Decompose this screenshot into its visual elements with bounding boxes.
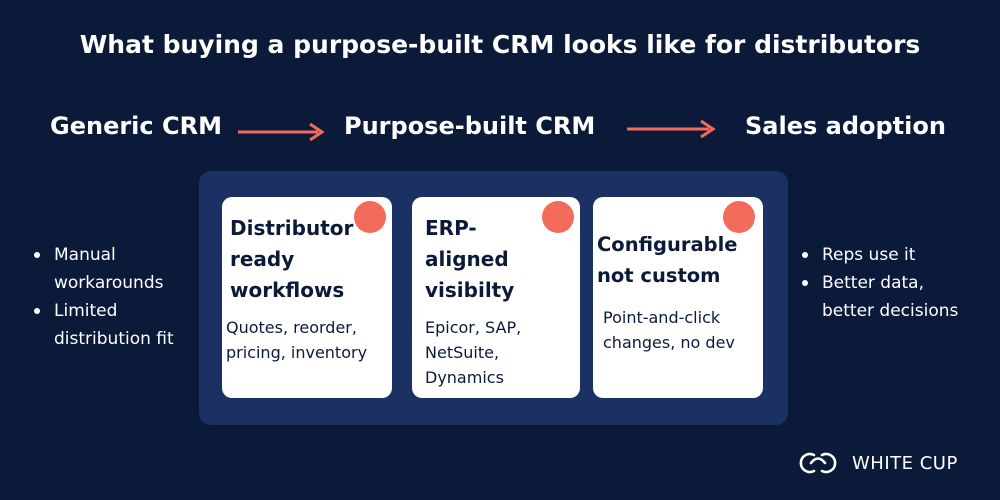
card-erp-visibility: ERP-aligned visibilty Epicor, SAP, NetSu… — [412, 197, 580, 398]
white-cup-logo-icon — [799, 452, 837, 474]
bullet-item: Manual workarounds — [32, 241, 200, 297]
white-cup-logo: WHITE CUP — [794, 450, 958, 476]
stage-sales-adoption: Sales adoption — [745, 112, 946, 140]
stage-purpose-built-crm: Purpose-built CRM — [344, 112, 596, 140]
logo-text: WHITE CUP — [852, 452, 958, 474]
card-body: Point-and-click changes, no dev — [603, 308, 735, 352]
card-body: Epicor, SAP, NetSuite, Dynamics — [425, 318, 522, 387]
accent-dot-icon — [354, 201, 386, 233]
accent-dot-icon — [542, 201, 574, 233]
page-title: What buying a purpose-built CRM looks li… — [79, 30, 921, 59]
card-configurable: Configurable not custom Point-and-click … — [593, 197, 763, 398]
card-body: Quotes, reorder, pricing, inventory — [226, 318, 368, 362]
stage-generic-crm: Generic CRM — [50, 112, 222, 140]
arrow-right-icon — [627, 119, 716, 139]
bullet-item: Reps use it — [800, 241, 960, 269]
card-title: ERP-aligned visibilty — [425, 216, 515, 302]
arrow-right-icon — [238, 122, 325, 142]
card-title: Distributor ready workflows — [230, 216, 354, 302]
bullet-item: Limited distribution fit — [32, 297, 200, 353]
sales-adoption-bullets: Reps use it Better data, better decision… — [800, 241, 960, 325]
card-distributor-workflows: Distributor ready workflows Quotes, reor… — [222, 197, 392, 398]
accent-dot-icon — [723, 201, 755, 233]
generic-crm-bullets: Manual workarounds Limited distribution … — [32, 241, 200, 353]
card-title: Configurable not custom — [597, 233, 738, 287]
bullet-item: Better data, better decisions — [800, 269, 960, 325]
